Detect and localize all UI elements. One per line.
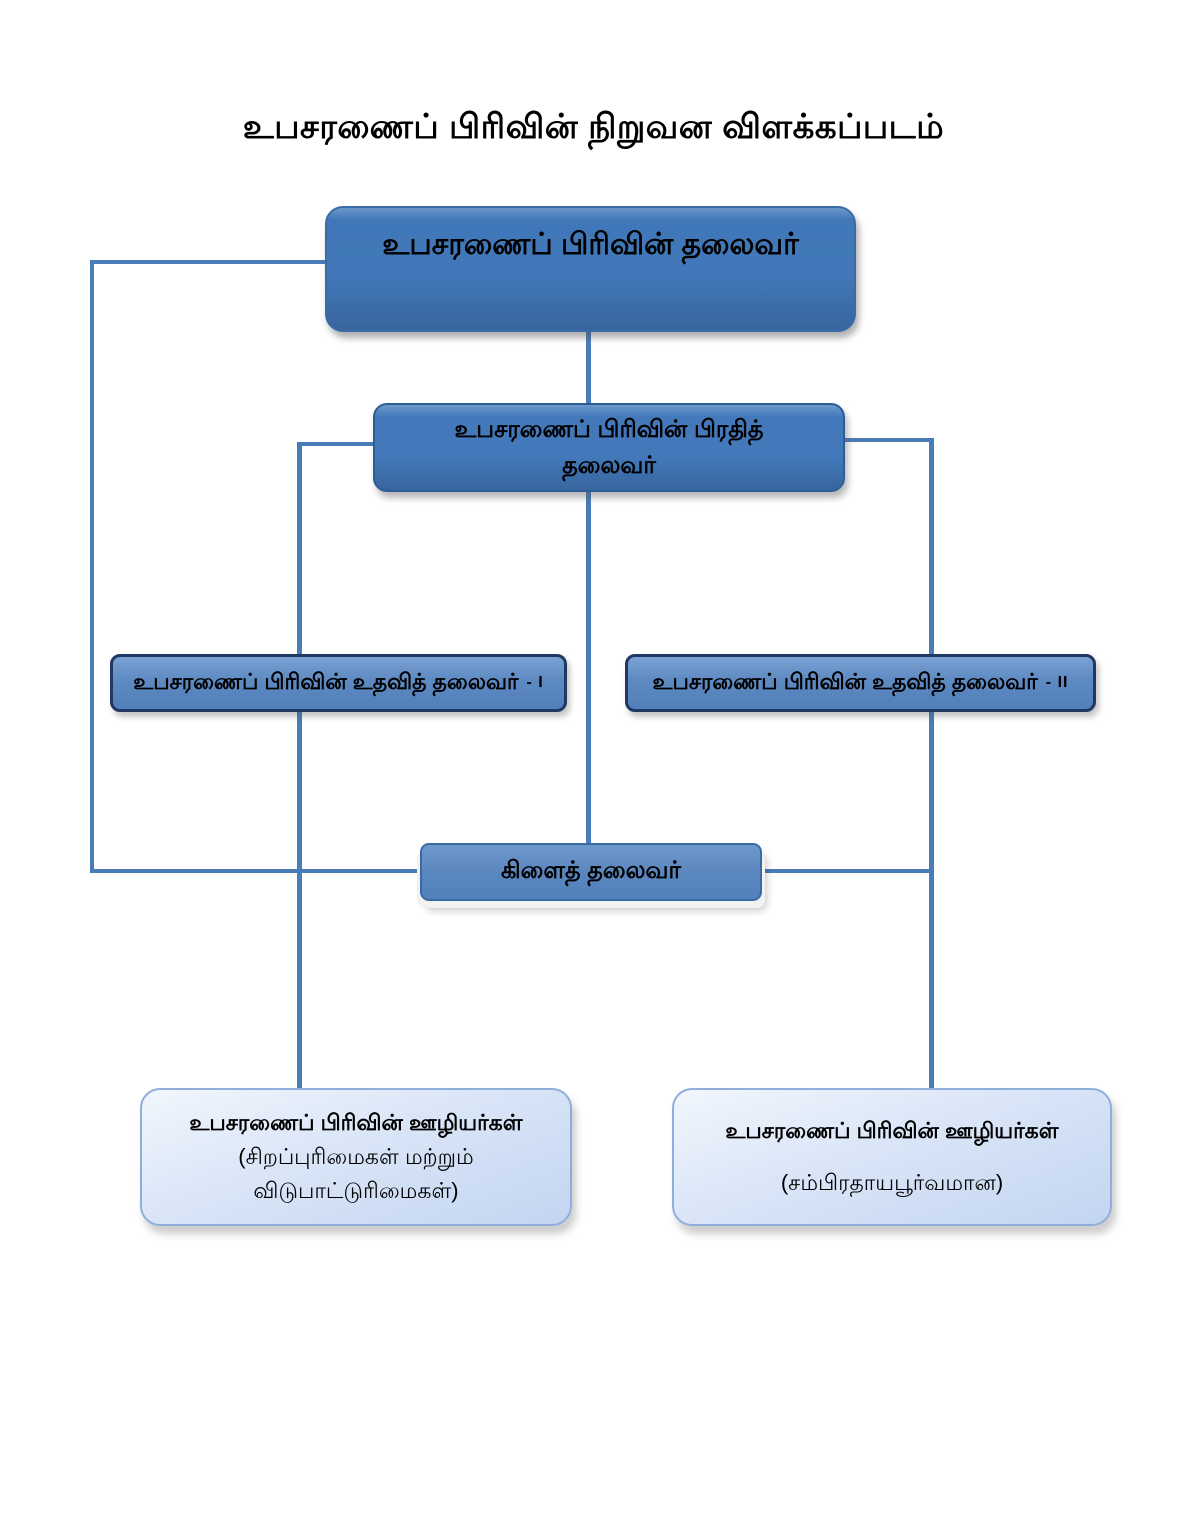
node-assistant-head-2: உபசரணைப் பிரிவின் உதவித் தலைவர் - II	[625, 654, 1096, 712]
connector-branch-right-horizontal	[762, 869, 932, 873]
node-assistant-2-suffix: - II	[1045, 674, 1069, 691]
node-deputy-label-line1: உபசரணைப் பிரிவின் பிரதித்	[454, 415, 764, 443]
node-head-label: உபசரணைப் பிரிவின் தலைவர்	[382, 228, 799, 261]
node-head-of-division: உபசரணைப் பிரிவின் தலைவர்	[325, 206, 856, 332]
connector-branch-left-horizontal	[90, 869, 420, 873]
connector-head-to-deputy	[586, 331, 591, 404]
connector-deputy-right-horizontal	[843, 438, 932, 442]
node-deputy-label-line2: தலைவர்	[562, 451, 656, 479]
node-staff-ceremonial: உபசரணைப் பிரிவின் ஊழியர்கள் (சம்பிரதாயபூ…	[672, 1088, 1112, 1226]
connector-head-to-branch-vertical	[90, 260, 94, 872]
node-staff-right-line1: உபசரணைப் பிரிவின் ஊழியர்கள்	[725, 1117, 1059, 1143]
node-staff-left-line1: உபசரணைப் பிரிவின் ஊழியர்கள்	[189, 1109, 523, 1135]
node-staff-privileges: உபசரணைப் பிரிவின் ஊழியர்கள் (சிறப்புரிமை…	[140, 1088, 572, 1226]
node-assistant-head-1: உபசரணைப் பிரிவின் உதவித் தலைவர் - I	[110, 654, 567, 712]
node-staff-left-line3: விடுபாட்டுரிமைகள்)	[253, 1178, 459, 1204]
node-branch-label: கிளைத் தலைவர்	[500, 857, 682, 884]
connector-deputy-left-horizontal	[297, 442, 375, 446]
node-assistant-2-label: உபசரணைப் பிரிவின் உதவித் தலைவர்	[652, 668, 1038, 694]
connector-deputy-to-branch	[586, 491, 591, 844]
chart-title: உபசரணைப் பிரிவின் நிறுவன விளக்கப்படம்	[242, 108, 945, 146]
node-deputy-head: உபசரணைப் பிரிவின் பிரதித் தலைவர்	[373, 403, 845, 492]
node-staff-left-line2: (சிறப்புரிமைகள் மற்றும்	[238, 1143, 474, 1169]
node-branch-head: கிளைத் தலைவர்	[420, 843, 762, 901]
node-assistant-1-suffix: - I	[526, 674, 544, 691]
connector-right-vertical-to-staff	[929, 438, 934, 1090]
node-assistant-1-label: உபசரணைப் பிரிவின் உதவித் தலைவர்	[133, 668, 519, 694]
node-staff-right-line2: (சம்பிரதாயபூர்வமான)	[780, 1170, 1004, 1195]
connector-left-vertical-to-staff	[297, 442, 302, 1090]
connector-head-left-horizontal	[90, 260, 327, 264]
